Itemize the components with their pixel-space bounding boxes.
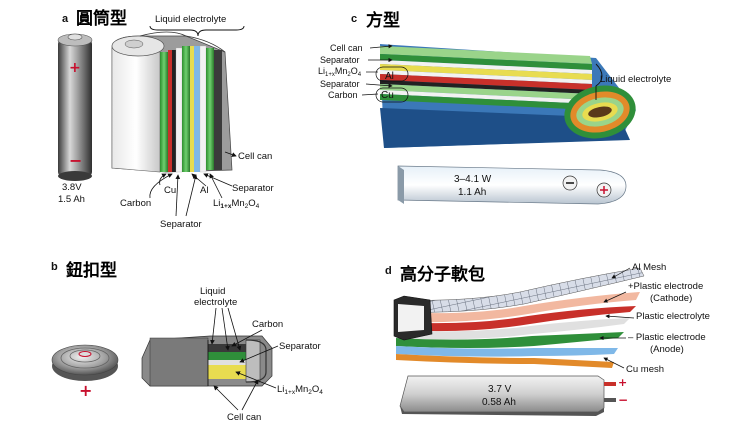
polymer-voltage: 3.7 V	[488, 384, 512, 395]
label-b-cell-can: Cell can	[227, 412, 261, 423]
label-b-separator: Separator	[279, 341, 321, 352]
panel-c-title: 方型	[366, 10, 400, 31]
label-d-al-mesh: Al Mesh	[632, 262, 666, 273]
label-a-limn2o4: Li1+xMn2O4	[213, 198, 260, 210]
label-a-cell-can: Cell can	[238, 151, 272, 162]
label-d-plastic-cathode-1: +Plastic electrode	[628, 281, 703, 292]
polymer-capacity: 0.58 Ah	[482, 397, 516, 408]
panel-b-title: 鈕扣型	[66, 260, 117, 281]
label-c-separator-bottom: Separator	[320, 79, 360, 89]
label-a-cu: Cu	[164, 185, 176, 196]
panel-a-cylindrical: a 圓筒型 + − 3.8V 1.5 Ah	[58, 8, 274, 230]
panel-b-letter: b	[51, 261, 58, 273]
label-b-liquid: Liquid	[200, 286, 225, 297]
label-d-plastic-cathode-2: (Cathode)	[650, 293, 692, 304]
label-a-separator-right: Separator	[232, 183, 274, 194]
cylindrical-cutaway	[112, 32, 232, 172]
cell-minus-sign: −	[69, 151, 82, 170]
prismatic-layered-core	[380, 44, 641, 148]
label-b-limn2o4: Li1+xMn2O4	[277, 384, 323, 396]
label-a-carbon: Carbon	[120, 198, 151, 209]
label-b-electrolyte: electrolyte	[194, 297, 237, 308]
panel-c-letter: c	[351, 13, 357, 25]
cylindrical-cell-exterior: + −	[58, 34, 92, 181]
label-d-cu-mesh: Cu mesh	[626, 364, 664, 375]
prismatic-capacity: 1.1 Ah	[458, 187, 486, 198]
panel-d-polymer-pouch: d 高分子軟包 Al Mesh +Plastic electrode (Cath…	[385, 262, 710, 416]
panel-b-coin: b 鈕扣型 + Liquid electrolyte Carbon Separa…	[51, 260, 323, 423]
label-c-al: Al	[385, 71, 394, 82]
cell-plus-sign: +	[69, 60, 81, 76]
panel-d-title: 高分子軟包	[400, 264, 485, 285]
label-c-separator-top: Separator	[320, 55, 360, 65]
panel-a-letter: a	[62, 13, 69, 25]
coin-cell-exterior: +	[52, 345, 118, 400]
label-c-cell-can: Cell can	[330, 43, 363, 53]
panel-a-title: 圓筒型	[76, 8, 127, 29]
prismatic-power: 3–4.1 W	[454, 174, 492, 185]
label-a-al: Al	[200, 185, 208, 196]
label-d-plastic-electrolyte: Plastic electrolyte	[636, 311, 710, 322]
label-a-liquid-electrolyte: Liquid electrolyte	[155, 14, 226, 25]
panel-c-prismatic: c 方型 Cell can Separator Li1+xMn2O4 Al Se…	[318, 10, 671, 204]
label-a-separator-bottom: Separator	[160, 219, 202, 230]
label-d-plastic-anode-1: – Plastic electrode	[628, 332, 706, 343]
polymer-plus-sign: +	[618, 376, 627, 389]
prismatic-cell-exterior	[398, 166, 626, 204]
cylindrical-voltage: 3.8V	[62, 182, 82, 193]
label-b-carbon: Carbon	[252, 319, 283, 330]
polymer-cell-exterior	[400, 376, 616, 416]
label-d-plastic-anode-2: (Anode)	[650, 344, 684, 355]
polymer-minus-sign: −	[618, 393, 628, 407]
label-c-limn2o4: Li1+xMn2O4	[318, 66, 362, 78]
label-c-cu: Cu	[381, 90, 394, 101]
label-c-carbon: Carbon	[328, 90, 358, 100]
panel-d-letter: d	[385, 265, 392, 277]
cylindrical-capacity: 1.5 Ah	[58, 194, 85, 205]
coin-plus-sign: +	[79, 381, 92, 400]
label-c-liquid-electrolyte: Liquid electrolyte	[600, 74, 671, 85]
